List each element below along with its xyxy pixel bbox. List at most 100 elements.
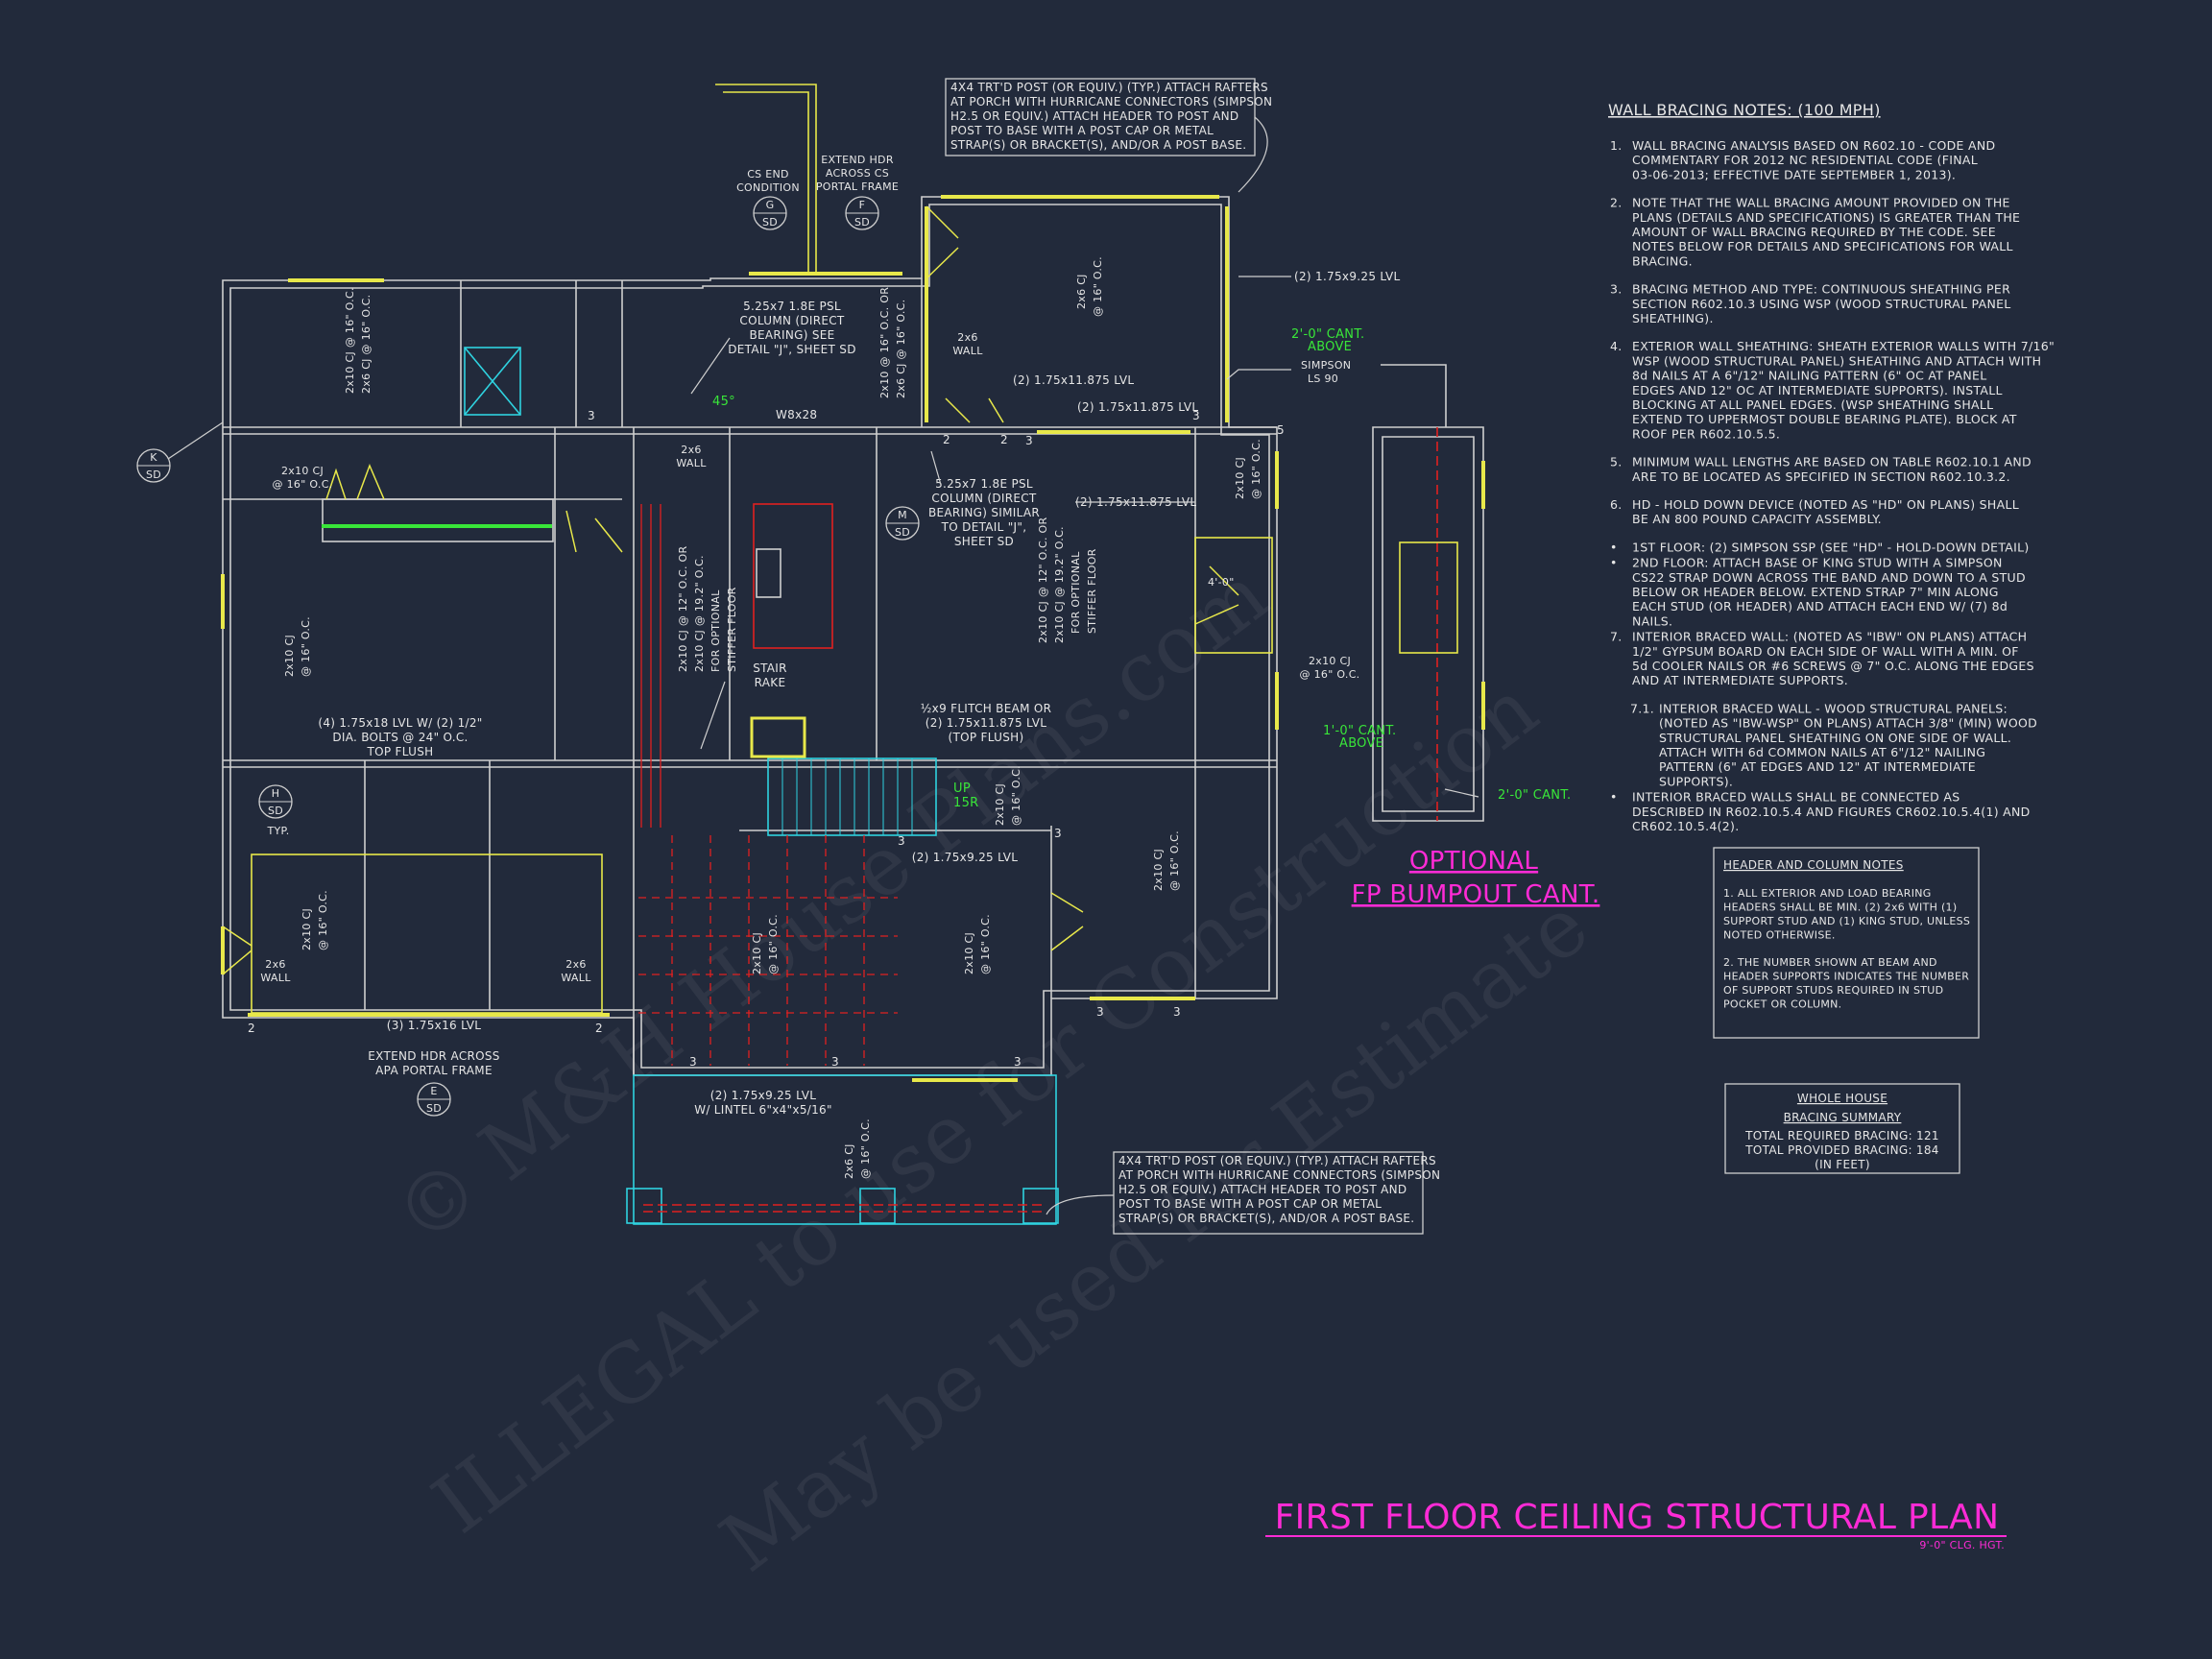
label-cj: 2x10 CJ @ 12" O.C. OR	[677, 545, 689, 672]
wall-bracing-note-line: BRACING METHOD AND TYPE: CONTINUOUS SHEA…	[1632, 282, 2010, 297]
callout-sheet: SD	[895, 526, 910, 539]
label-cj: 2x10 CJ	[281, 465, 324, 477]
kitchen-island	[753, 503, 833, 649]
wall-bracing-note-number: 2.	[1610, 196, 1623, 210]
section-callout-k[interactable]: K SD	[136, 448, 171, 483]
label-cj: @ 16" O.C.	[859, 1118, 872, 1179]
header-notes-title: HEADER AND COLUMN NOTES	[1723, 858, 1904, 872]
label-cj: STIFFER FLOOR	[1086, 548, 1098, 634]
stair-treads	[781, 758, 913, 835]
wall-bracing-note-number: 1.	[1610, 138, 1623, 153]
label-w8x28: W8x28	[776, 408, 817, 421]
wall-bracing-note-line: (NOTED AS "IBW-WSP" ON PLANS) ATTACH 3/8…	[1659, 716, 2037, 731]
section-callout-h[interactable]: H SD TYP.	[258, 784, 293, 837]
porch-post-note-top: 4X4 TRT'D POST (OR EQUIV.) (TYP.) ATTACH…	[945, 78, 1272, 156]
wall-bracing-note-line: EDGES AND 12" OC AT INTERMEDIATE SUPPORT…	[1632, 383, 2003, 397]
wall-bracing-note-line: AMOUNT OF WALL BRACING REQUIRED BY THE C…	[1632, 225, 1996, 239]
label-cj: 2x10 CJ	[283, 635, 296, 677]
label-up: UP	[953, 781, 971, 796]
header-note-line: NOTED OTHERWISE.	[1723, 929, 1836, 942]
wall-bracing-note-list: 1. WALL BRACING ANALYSIS BASED ON R602.10…	[1610, 138, 2055, 833]
label-psl-column: DETAIL "J", SHEET SD	[728, 343, 855, 356]
bracing-summary: WHOLE HOUSE BRACING SUMMARY TOTAL REQUIR…	[1724, 1083, 1960, 1174]
rear-porch	[633, 1074, 1057, 1225]
stair-stringers	[640, 504, 661, 828]
label-cj: @ 16" O.C.	[767, 914, 780, 974]
label-extend-hdr-apa: EXTEND HDR ACROSS	[368, 1049, 499, 1063]
summary-required: TOTAL REQUIRED BRACING: 121	[1744, 1129, 1939, 1142]
label-lvl-lintel: W/ LINTEL 6"x4"x5/16"	[694, 1103, 832, 1117]
note-line: STRAP(S) OR BRACKET(S), AND/OR A POST BA…	[1118, 1212, 1414, 1225]
wall-bracing-note-number: •	[1610, 556, 1618, 570]
label-cj: 2x10 CJ	[1234, 457, 1246, 499]
floor-plan	[222, 84, 1484, 1225]
stud-count: 2	[1000, 433, 1008, 446]
stud-count: 3	[1025, 434, 1033, 447]
headers	[221, 195, 1485, 1082]
wall-bracing-title: WALL BRACING NOTES: (100 MPH)	[1608, 101, 1881, 119]
section-callout-e[interactable]: E SD	[417, 1082, 451, 1117]
header-column-notes: HEADER AND COLUMN NOTES 1. ALL EXTERIOR …	[1713, 847, 1980, 1039]
callout-sheet: SD	[426, 1102, 442, 1115]
label-cj: FOR OPTIONAL	[709, 589, 722, 672]
floor-joist-grid	[638, 835, 898, 1066]
top-entry-frame	[715, 84, 817, 274]
wall-bracing-note-line: 2ND FLOOR: ATTACH BASE OF KING STUD WITH…	[1632, 556, 2003, 570]
note-line: AT PORCH WITH HURRICANE CONNECTORS (SIMP…	[1118, 1168, 1440, 1182]
wall-bracing-note-number: 4.	[1610, 339, 1623, 353]
label-cant-side: 2'-0" CANT.	[1498, 788, 1571, 803]
wall-bracing-note-line: EXTEND TO UPPERMOST DOUBLE BEARING PLATE…	[1632, 412, 2017, 426]
section-callout-m[interactable]: M SD	[885, 506, 920, 541]
label-lvl-lintel: (2) 1.75x9.25 LVL	[710, 1089, 817, 1102]
wall-bracing-note-line: SUPPORTS).	[1659, 774, 1733, 788]
label-cj: 2x6 CJ	[1075, 274, 1088, 309]
label-2x6-wall: WALL	[260, 972, 291, 984]
optional-title-1: OPTIONAL	[1409, 847, 1538, 876]
section-callout-g[interactable]: G SD	[753, 196, 787, 230]
label-cj: @ 16" O.C.	[1300, 668, 1360, 681]
callout-letter: M	[898, 509, 907, 521]
wall-bracing-note-line: NOTES BELOW FOR DETAILS AND SPECIFICATIO…	[1632, 239, 2013, 253]
callout-sheet: SD	[762, 216, 778, 228]
door-swings	[222, 205, 1239, 975]
wall-bracing-note-line: CS22 STRAP DOWN ACROSS THE BAND AND DOWN…	[1632, 570, 2026, 585]
label-cj: 2x10 CJ @ 12" O.C. OR	[1037, 517, 1049, 643]
note-line: H2.5 OR EQUIV.) ATTACH HEADER TO POST AN…	[1118, 1183, 1407, 1196]
label-cj: @ 16" O.C.	[1250, 439, 1262, 499]
wall-bracing-note-line: CR602.10.5.4(2).	[1632, 819, 1739, 833]
label-cj: 2x6 CJ	[843, 1143, 855, 1179]
wall-bracing-note-line: ATTACH WITH 6d COMMON NAILS AT 6"/12" NA…	[1659, 745, 1985, 759]
wall-bracing-note-line: WALL BRACING ANALYSIS BASED ON R602.10 -…	[1632, 138, 1995, 153]
label-cant-above: 1'-0" CANT.	[1323, 724, 1396, 738]
label-lvl: (2) 1.75x9.25 LVL	[1294, 270, 1401, 283]
header-note-line: HEADER SUPPORTS INDICATES THE NUMBER	[1723, 971, 1969, 983]
stud-counts: 3 2 2 3 3 5 2 2 3 3 3 3 3 3 3	[248, 409, 1285, 1069]
summary-title-2: BRACING SUMMARY	[1784, 1111, 1902, 1124]
stud-count: 3	[1173, 1005, 1181, 1019]
label-2x6-wall: 2x6	[681, 444, 701, 456]
wall-bracing-note-line: SHEATHING).	[1632, 311, 1714, 325]
label-psl-column-2: 5.25x7 1.8E PSL	[935, 477, 1033, 491]
label-lvl-4: TOP FLUSH	[367, 745, 434, 758]
plan-title: FIRST FLOOR CEILING STRUCTURAL PLAN	[1275, 1498, 2000, 1537]
wall-bracing-note-line: HD - HOLD DOWN DEVICE (NOTED AS "HD" ON …	[1632, 497, 2019, 512]
wall-bracing-note-number: 7.1.	[1630, 701, 1654, 715]
wall-bracing-note-number: 3.	[1610, 282, 1623, 297]
section-callout-f[interactable]: F SD	[845, 196, 879, 230]
wall-bracing-note-line: 5d COOLER NAILS OR #6 SCREWS @ 7" O.C. A…	[1632, 659, 2034, 673]
wall-bracing-note-line: EACH STUD (OR HEADER) AND ATTACH EACH EN…	[1632, 599, 2008, 613]
label-psl-column-2: BEARING) SIMILAR	[928, 506, 1040, 519]
label-cj: 2x10 CJ	[1309, 655, 1351, 667]
label-up: 15R	[953, 796, 978, 810]
note-line: 4X4 TRT'D POST (OR EQUIV.) (TYP.) ATTACH…	[1118, 1154, 1436, 1167]
header-note-line: POCKET OR COLUMN.	[1723, 998, 1841, 1011]
fp-firebox	[1399, 541, 1458, 654]
wall-bracing-notes: WALL BRACING NOTES: (100 MPH) 1. WALL BRA…	[1608, 101, 2055, 833]
wall-bracing-note-number: •	[1610, 790, 1618, 805]
summary-title-1: WHOLE HOUSE	[1797, 1092, 1887, 1105]
shower-x	[464, 347, 521, 416]
label-cj: @ 16" O.C.	[979, 914, 992, 974]
label-cj: @ 16" O.C.	[273, 478, 333, 491]
note-line: POST TO BASE WITH A POST CAP OR METAL	[1118, 1197, 1382, 1211]
